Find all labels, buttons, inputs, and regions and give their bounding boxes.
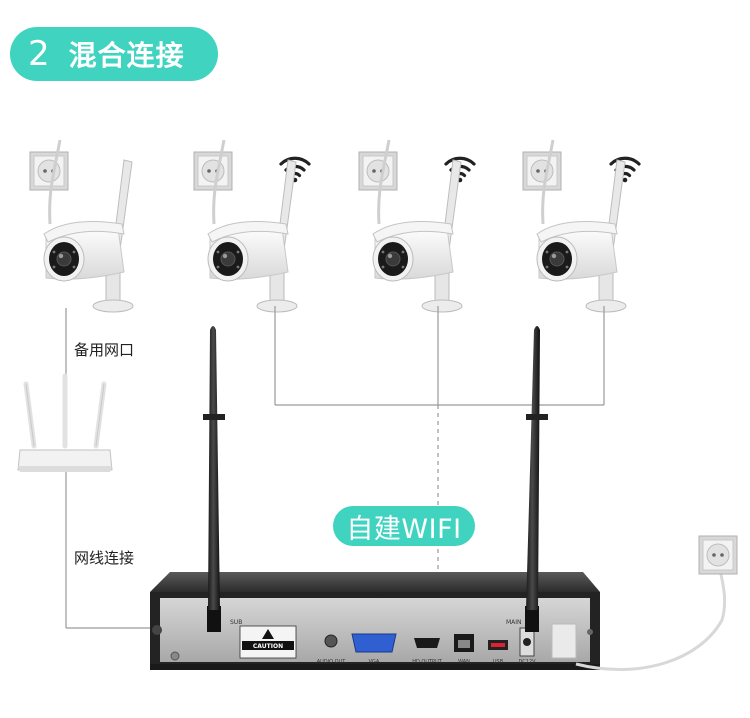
router-icon (17, 373, 113, 472)
port-label: USB (493, 659, 504, 665)
antenna-icon (525, 326, 548, 632)
power-socket-icon (698, 535, 738, 575)
self-wifi-badge: 自建WIFI (333, 506, 475, 546)
antenna-left-label: SUB (230, 619, 242, 626)
step-title: 混合连接 (68, 39, 185, 72)
port-label: AUDIO OUT (317, 659, 347, 665)
cable-connection-label: 网线连接 (72, 545, 137, 570)
antenna-right-label: MAIN (506, 619, 522, 626)
step-number: 2 (28, 34, 51, 74)
power-socket-icon (193, 151, 233, 191)
power-socket-icon (522, 151, 562, 191)
backup-port-label: 备用网口 (72, 337, 137, 362)
port-label: WAN (458, 659, 470, 665)
port-label: HD OUTPUT (412, 659, 443, 665)
port-label: DC12V (518, 659, 536, 665)
step-title-pill: 2 混合连接 (10, 27, 218, 81)
caution-label: CAUTION (253, 643, 283, 650)
power-socket-icon (358, 151, 398, 191)
nvr-icon (150, 572, 600, 670)
power-socket-icon (29, 151, 69, 191)
port-label: VGA (369, 659, 380, 665)
antenna-icon (203, 326, 225, 632)
